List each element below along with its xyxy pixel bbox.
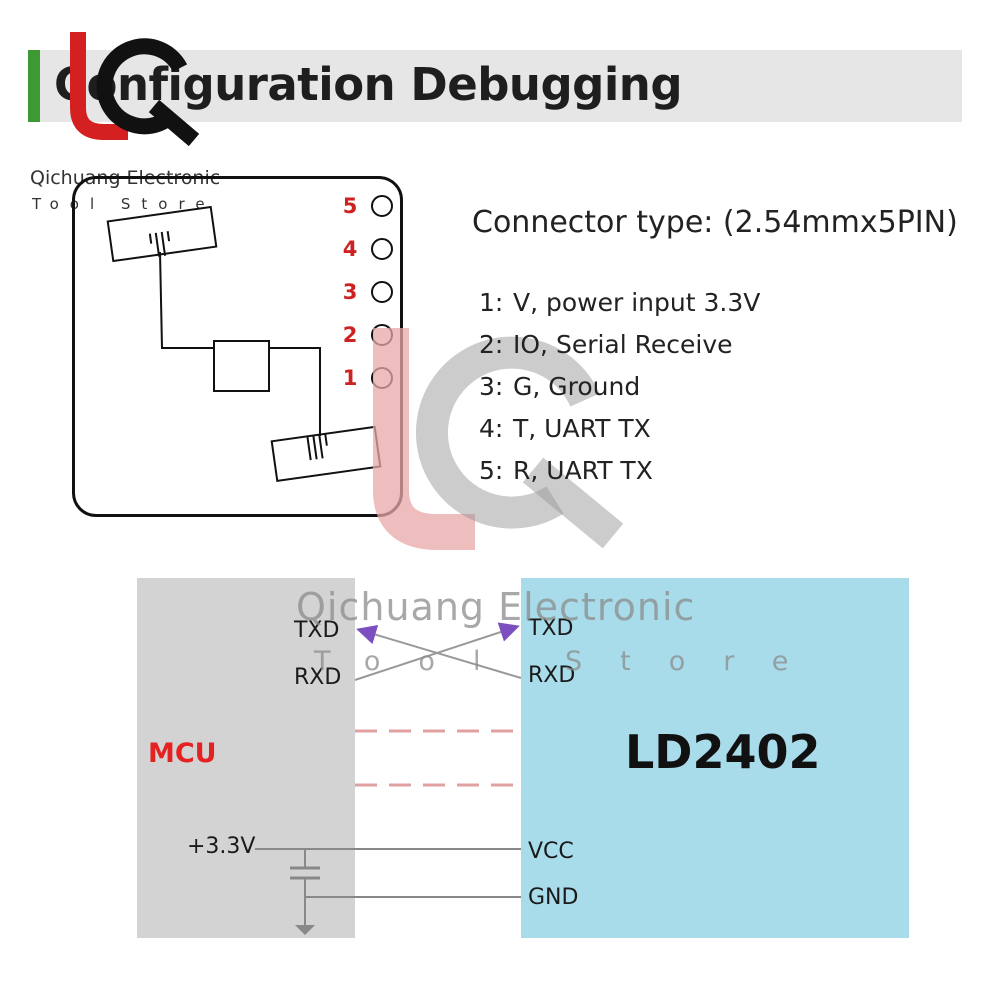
- pin-desc-row-3: 3: G, Ground: [479, 372, 640, 401]
- supply-label: +3.3V: [187, 834, 256, 859]
- pin-desc-num: 4:: [479, 414, 504, 443]
- pin-desc-num: 2:: [479, 330, 504, 359]
- pin-hole-3: [371, 281, 393, 303]
- pin-number-1: 1: [342, 366, 358, 390]
- device-txd-label: TXD: [528, 616, 574, 641]
- qc-logo-watermark-icon: [373, 328, 624, 550]
- connector-type-title: Connector type: (2.54mmx5PIN): [472, 205, 958, 240]
- mcu-rxd-label: RXD: [294, 665, 342, 690]
- pin-desc-num: 5:: [479, 456, 504, 485]
- qc-logo-icon: [70, 32, 200, 147]
- pin-number-4: 4: [342, 237, 358, 261]
- pin-desc-text: G, Ground: [513, 372, 641, 401]
- header-accent-bar: [28, 50, 40, 122]
- mcu-label: MCU: [148, 738, 217, 769]
- pin-desc-text: V, power input 3.3V: [513, 288, 761, 317]
- pin-number-3: 3: [342, 280, 358, 304]
- vcc-label: VCC: [528, 839, 574, 864]
- pin-desc-text: IO, Serial Receive: [513, 330, 733, 359]
- pin-desc-row-4: 4: T, UART TX: [479, 414, 651, 443]
- pin-desc-row-5: 5: R, UART TX: [479, 456, 653, 485]
- pin-number-2: 2: [342, 323, 358, 347]
- pin-desc-row-1: 1: V, power input 3.3V: [479, 288, 760, 317]
- pin-desc-num: 3:: [479, 372, 504, 401]
- ld2402-block: [521, 578, 909, 938]
- device-label: LD2402: [625, 725, 821, 779]
- watermark-brand-mid: Qichuang Electronic: [296, 585, 696, 629]
- pin-desc-text: R, UART TX: [513, 456, 653, 485]
- pin-number-5: 5: [342, 194, 358, 218]
- mcu-txd-label: TXD: [294, 618, 340, 643]
- pin-desc-row-2: 2: IO, Serial Receive: [479, 330, 733, 359]
- gnd-label: GND: [528, 885, 579, 910]
- wire-dev-rxd-to-mcu-txd: [356, 624, 522, 679]
- device-rxd-label: RXD: [528, 663, 576, 688]
- pin-hole-4: [371, 238, 393, 260]
- pin-hole-5: [371, 195, 393, 217]
- pin-desc-text: T, UART TX: [513, 414, 651, 443]
- pin-desc-num: 1:: [479, 288, 504, 317]
- watermark-subtitle-mid: Tool Store: [314, 646, 827, 677]
